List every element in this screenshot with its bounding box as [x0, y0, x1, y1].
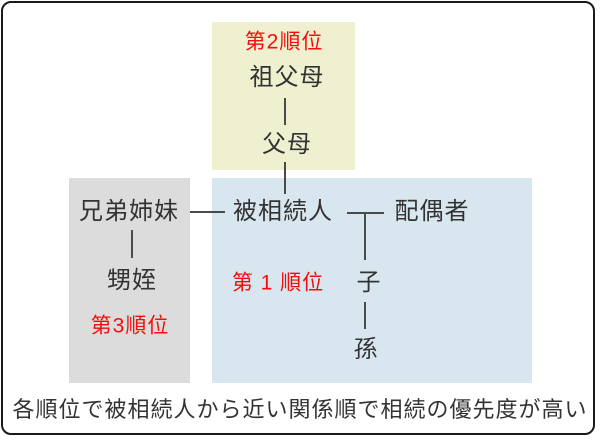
connector-grandparents-parents	[284, 98, 286, 125]
node-spouse: 配偶者	[394, 198, 470, 225]
node-decedent: 被相続人	[233, 198, 333, 225]
node-nieces-nephews: 甥姪	[107, 267, 157, 294]
node-grandparents: 祖父母	[249, 64, 325, 91]
node-grandchild: 孫	[353, 336, 379, 363]
node-parents: 父母	[262, 131, 312, 158]
rank2-label: 第2順位	[244, 30, 324, 54]
node-siblings: 兄弟姉妹	[79, 198, 179, 225]
connector-siblings-nieces	[131, 230, 133, 258]
diagram-border	[1, 1, 595, 435]
rank1-label: 第 1 順位	[231, 271, 325, 295]
diagram-caption: 各順位で被相続人から近い関係順で相続の優先度が高い	[12, 397, 588, 422]
rank3-label: 第3順位	[90, 314, 170, 338]
connector-couple-child	[364, 212, 366, 260]
node-child: 子	[356, 269, 382, 296]
rank3-group-box	[69, 178, 190, 383]
connector-parents-decedent	[284, 162, 286, 194]
rank2-group-box	[212, 22, 355, 170]
connector-siblings-decedent	[190, 211, 225, 213]
connector-child-grandchild	[364, 302, 366, 329]
